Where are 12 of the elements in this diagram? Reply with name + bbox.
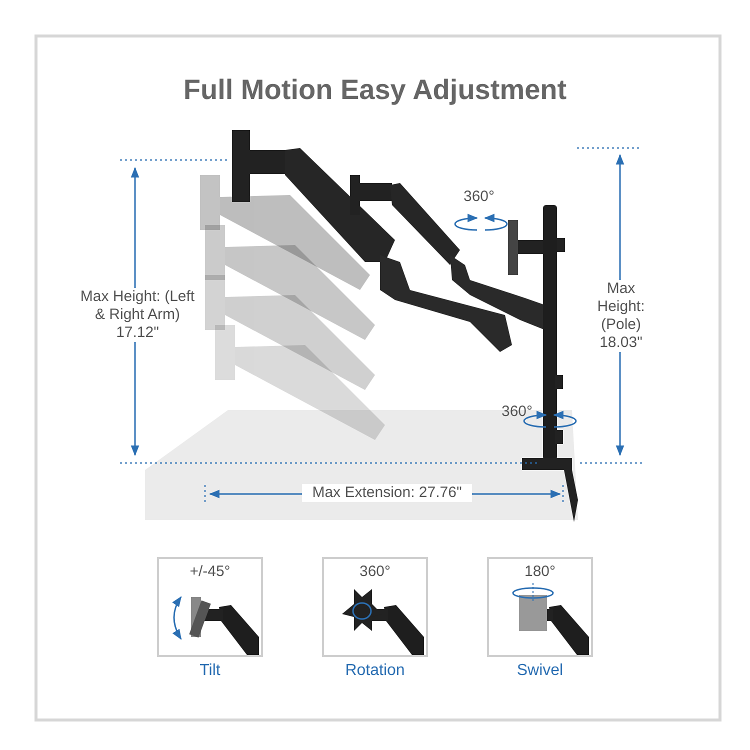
feature-panel [157,557,263,657]
feature-panel [322,557,428,657]
feature-caption: Swivel [516,662,564,680]
feature-caption: Tilt [198,662,222,680]
feature-caption: Rotation [344,662,406,680]
angle-label: 180° [523,563,557,580]
angle-label: 360° [358,563,392,580]
title: Full Motion Easy Adjustment [182,74,568,106]
dimension-label: Max Extension: 27.76" [302,484,472,502]
feature-panel [487,557,593,657]
angle-label: +/-45° [188,563,232,580]
angle-label: 360° [500,403,534,421]
